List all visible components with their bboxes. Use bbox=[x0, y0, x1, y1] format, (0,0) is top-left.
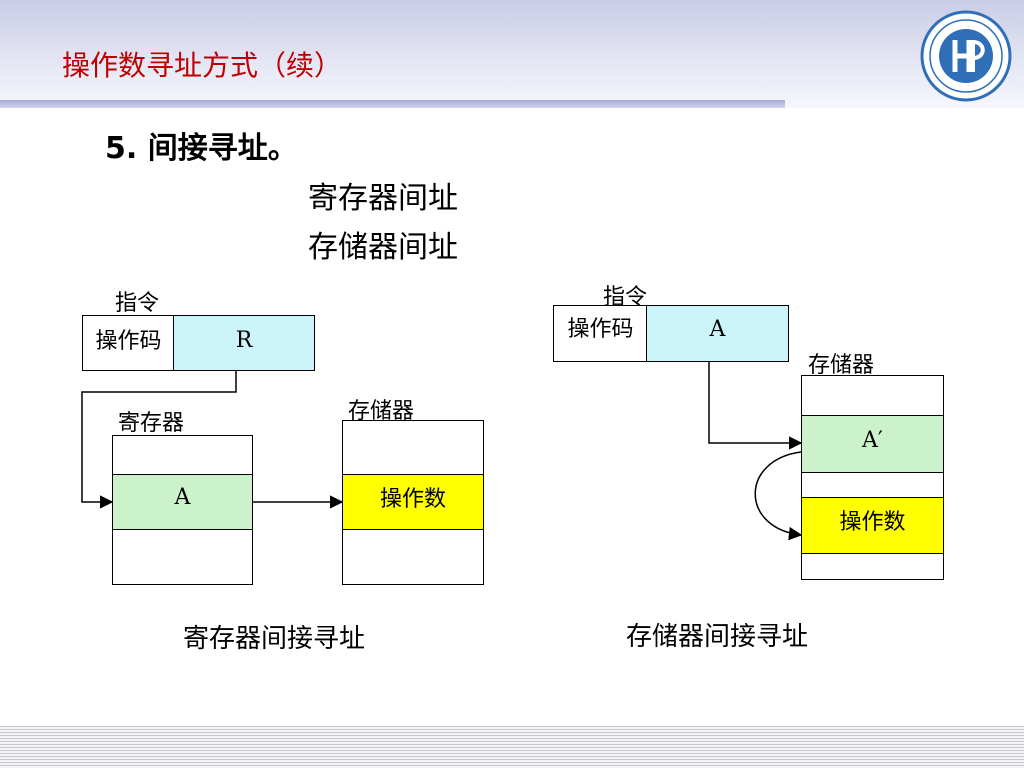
register-label: 寄存器 bbox=[118, 411, 185, 436]
arrow-address-to-operand bbox=[754, 451, 803, 541]
subitem-memory-indirect: 存储器间址 bbox=[308, 230, 458, 265]
left-operand-field: R bbox=[173, 315, 315, 371]
right-memory-label: 存储器 bbox=[808, 353, 875, 378]
arrow-a-to-memory bbox=[708, 361, 803, 450]
left-caption: 寄存器间接寻址 bbox=[183, 624, 366, 654]
header-rule bbox=[0, 100, 785, 108]
section-heading: 5. 间接寻址。 bbox=[105, 131, 298, 166]
university-logo-icon bbox=[920, 10, 1012, 102]
register-cell-a: A bbox=[112, 474, 253, 530]
header-band bbox=[0, 0, 1024, 108]
subitem-register-indirect: 寄存器间址 bbox=[308, 181, 458, 216]
slide-title: 操作数寻址方式（续） bbox=[62, 49, 343, 82]
right-opcode-field: 操作码 bbox=[553, 305, 648, 362]
left-opcode-field: 操作码 bbox=[82, 315, 175, 371]
left-instruction-label: 指令 bbox=[115, 291, 160, 316]
right-caption: 存储器间接寻址 bbox=[626, 622, 809, 652]
left-memory-label: 存储器 bbox=[348, 399, 415, 424]
arrow-r-to-register bbox=[81, 370, 237, 509]
footer-stripes bbox=[0, 726, 1024, 768]
right-memory-operand-cell: 操作数 bbox=[801, 497, 944, 554]
left-memory-operand-cell: 操作数 bbox=[342, 474, 484, 530]
right-operand-field: A bbox=[646, 305, 789, 362]
right-memory-address-cell: A′ bbox=[801, 415, 944, 473]
